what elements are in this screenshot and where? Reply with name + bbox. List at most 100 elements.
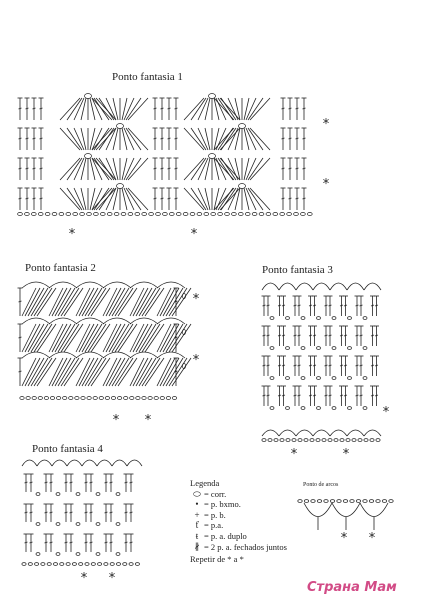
repeat-asterisk: * <box>383 405 390 420</box>
stitch-line <box>171 323 192 353</box>
stitch-line <box>105 97 117 121</box>
stitch-crossbar <box>355 394 359 397</box>
chain-arc <box>21 459 38 467</box>
tstitch-icon: ƭ <box>195 520 199 531</box>
stitch-line <box>156 287 172 317</box>
chain-stitch <box>331 376 337 380</box>
stitch-crossbar <box>29 481 33 484</box>
stitch-crossbar <box>328 364 332 367</box>
chain-stitch <box>357 438 363 442</box>
stitch-line <box>117 357 138 387</box>
stitch-line <box>127 157 149 181</box>
chain-stitch <box>217 212 223 216</box>
stitch-crossbar <box>339 364 344 367</box>
stitch-crossbar <box>32 107 36 110</box>
chart-ponto-de-arcos: ** <box>297 499 394 546</box>
chain-stitch <box>333 438 339 442</box>
title-ponto-fantasia-2: Ponto fantasia 2 <box>25 262 96 274</box>
stitch-crossbar <box>124 511 128 514</box>
stitch-crossbar <box>153 197 157 200</box>
cluster-ring <box>208 93 216 99</box>
chain-arc <box>126 459 143 467</box>
chain-stitch <box>95 492 101 496</box>
chain-stitch <box>329 499 336 503</box>
stitch-line <box>51 357 68 387</box>
chain-stitch <box>58 212 65 216</box>
chain-arc <box>346 282 365 291</box>
stitch-line <box>80 127 87 151</box>
stitch-line <box>125 157 142 181</box>
stitch-crossbar <box>355 334 359 337</box>
stitch-line <box>213 187 220 211</box>
chain-stitch <box>40 562 46 566</box>
chain-stitch <box>362 499 368 503</box>
chain-stitch <box>375 499 381 503</box>
legend-item-label: = corr. <box>204 488 227 499</box>
stitch-line <box>54 323 72 353</box>
stitch-line <box>220 187 237 211</box>
stitch-crossbar <box>339 394 344 397</box>
stitch-crossbar <box>160 137 164 140</box>
stitch-line <box>249 97 271 121</box>
chain-stitch <box>62 396 68 400</box>
stitch-line <box>98 127 115 151</box>
stitch-crossbar <box>32 197 36 200</box>
stitch-line <box>159 357 176 387</box>
chain-stitch <box>363 438 369 442</box>
chain-stitch <box>196 212 203 216</box>
chain-stitch <box>35 522 41 526</box>
stitch-line <box>243 97 250 121</box>
chain-stitch <box>355 499 362 503</box>
repeat-asterisk: * <box>291 447 298 462</box>
stitch-line <box>102 323 118 353</box>
stitch-crossbar <box>18 336 22 339</box>
stitch-crossbar <box>293 334 297 337</box>
stitch-crossbar <box>174 167 178 170</box>
stitch-line <box>51 287 68 317</box>
stitch-line <box>204 97 211 121</box>
chain-stitch <box>127 212 134 216</box>
stitch-crossbar <box>308 334 313 337</box>
repeat-asterisk: * <box>323 177 330 192</box>
stitch-crossbar <box>69 511 73 514</box>
stitch-line <box>111 357 130 387</box>
chain-arc <box>51 459 68 467</box>
chain-arc <box>48 351 78 359</box>
stitch-crossbar <box>302 197 306 200</box>
stitch-crossbar <box>18 197 22 200</box>
chain-arc <box>48 317 78 325</box>
stitch-line <box>125 187 142 211</box>
stitch-line <box>87 357 107 387</box>
stitch-line <box>57 287 76 317</box>
chart-ponto-fantasia-2: **** <box>17 281 200 428</box>
stitch-crossbar <box>266 304 270 307</box>
stitch-crossbar <box>293 394 297 397</box>
chain-stitch <box>300 212 306 216</box>
stitch-line <box>24 323 41 353</box>
stitch-line <box>183 127 205 151</box>
title-ponto-fantasia-1: Ponto fantasia 1 <box>112 71 183 83</box>
stitch-crossbar <box>293 364 297 367</box>
stitch-line <box>108 287 126 317</box>
stitch-crossbar <box>339 334 344 337</box>
chain-stitch <box>128 562 134 566</box>
chain-stitch <box>84 562 90 566</box>
chain-arc <box>303 502 333 517</box>
stitch-line <box>59 187 81 211</box>
stitch-line <box>98 157 115 181</box>
chain-stitch <box>68 396 74 400</box>
stitch-crossbar <box>167 197 171 200</box>
stitch-line <box>132 287 149 317</box>
stitch-line <box>114 357 134 387</box>
repeat-asterisk: * <box>113 413 120 428</box>
stitch-line <box>63 323 84 353</box>
stitch-crossbar <box>64 511 68 514</box>
chain-stitch <box>44 212 51 216</box>
stitch-line <box>27 323 45 353</box>
stitch-line <box>90 323 111 353</box>
stitch-line <box>95 127 117 151</box>
stitch-crossbar <box>153 167 157 170</box>
stitch-crossbar <box>312 334 317 337</box>
stitch-line <box>73 97 85 121</box>
stitch-crossbar <box>109 541 113 544</box>
